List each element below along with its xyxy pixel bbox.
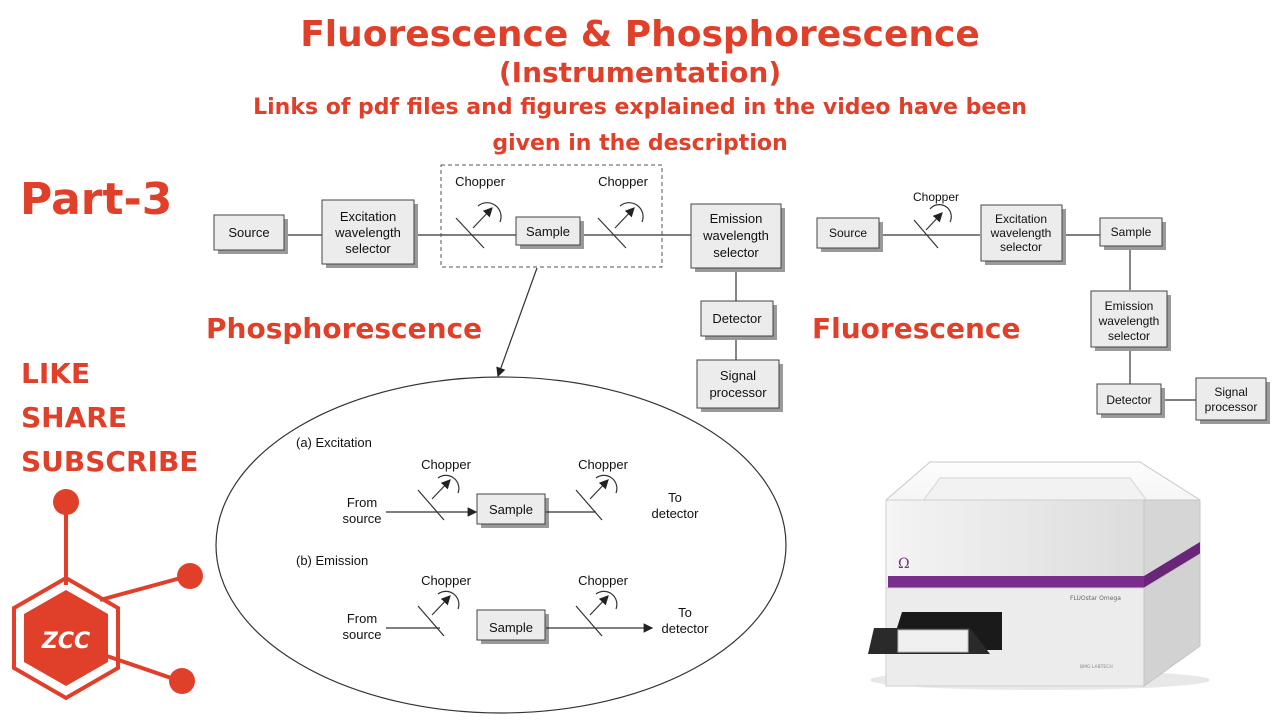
part-label: Part-3: [20, 174, 173, 225]
chopper-icon: Chopper: [417, 457, 472, 521]
subscribe-text: SUBSCRIBE: [21, 445, 199, 478]
chopper-sample-enclosure: [440, 164, 663, 268]
svg-text:processor: processor: [1205, 400, 1258, 414]
sample-box: Sample: [476, 609, 549, 644]
chopper-icon: Chopper: [597, 174, 649, 249]
svg-text:wavelength: wavelength: [334, 225, 401, 240]
like-text: LIKE: [21, 357, 91, 390]
svg-text:Sample: Sample: [1111, 225, 1152, 239]
signal-processor-box: Signal processor: [696, 359, 783, 412]
svg-text:source: source: [342, 511, 381, 526]
svg-text:Chopper: Chopper: [578, 457, 629, 472]
fluorescence-label: Fluorescence: [812, 312, 1021, 345]
chopper-icon: Chopper: [575, 573, 629, 637]
svg-text:Excitation: Excitation: [340, 209, 396, 224]
zoom-arrow: [496, 267, 538, 378]
signal-processor-box: Signal processor: [1195, 377, 1270, 424]
svg-text:Chopper: Chopper: [421, 457, 472, 472]
chopper-label: Chopper: [598, 174, 649, 189]
svg-text:Sample: Sample: [489, 620, 533, 635]
svg-text:From: From: [347, 495, 377, 510]
svg-text:detector: detector: [662, 621, 710, 636]
emission-subtitle: (b) Emission: [296, 553, 368, 568]
emission-selector-box: Emission wavelength selector: [1090, 290, 1171, 351]
svg-text:wavelength: wavelength: [702, 228, 769, 243]
svg-text:Chopper: Chopper: [578, 573, 629, 588]
svg-text:source: source: [342, 627, 381, 642]
emission-selector-box: Emission wavelength selector: [690, 203, 785, 272]
excitation-selector-box: Excitation wavelength selector: [321, 199, 418, 268]
page-title: Fluorescence & Phosphorescence: [300, 14, 980, 55]
description-note: Links of pdf files and figures explained…: [253, 95, 1027, 156]
svg-text:Signal: Signal: [720, 368, 756, 383]
chopper-timing-inset: (a) Excitation From source Chopper Sampl…: [215, 376, 787, 714]
svg-text:selector: selector: [713, 245, 759, 260]
svg-text:detector: detector: [652, 506, 700, 521]
svg-text:BMG LABTECH: BMG LABTECH: [1080, 664, 1113, 670]
svg-text:Ω: Ω: [898, 556, 910, 572]
source-box: Source: [213, 214, 288, 254]
svg-text:Emission: Emission: [1105, 299, 1154, 313]
svg-text:From: From: [347, 611, 377, 626]
share-text: SHARE: [21, 401, 127, 434]
sample-box: Sample: [476, 493, 549, 528]
svg-text:Sample: Sample: [489, 502, 533, 517]
svg-text:wavelength: wavelength: [990, 226, 1052, 240]
svg-text:Chopper: Chopper: [421, 573, 472, 588]
svg-text:ZCC: ZCC: [41, 629, 90, 654]
chopper-icon: Chopper: [913, 190, 959, 249]
svg-text:Source: Source: [829, 226, 867, 240]
svg-text:Excitation: Excitation: [995, 212, 1047, 226]
excitation-subtitle: (a) Excitation: [296, 435, 372, 450]
svg-text:wavelength: wavelength: [1098, 314, 1160, 328]
svg-text:Detector: Detector: [712, 311, 762, 326]
chopper-icon: Chopper: [417, 573, 472, 637]
svg-text:To: To: [668, 490, 682, 505]
svg-text:selector: selector: [345, 241, 391, 256]
plate-reader-image: Ω FLUOstar Omega BMG LABTECH: [868, 461, 1210, 690]
phosphorescence-label: Phosphorescence: [206, 312, 483, 345]
social-call-to-action: LIKE SHARE SUBSCRIBE: [21, 352, 198, 484]
chopper-icon: Chopper: [455, 174, 506, 249]
chopper-label: Chopper: [455, 174, 506, 189]
svg-text:To: To: [678, 605, 692, 620]
source-box: Source: [816, 217, 883, 252]
svg-text:Sample: Sample: [526, 224, 570, 239]
svg-text:Detector: Detector: [1106, 393, 1151, 407]
svg-text:Source: Source: [228, 225, 269, 240]
svg-text:selector: selector: [1108, 329, 1150, 343]
zcc-logo: ZCC: [12, 489, 203, 701]
svg-text:selector: selector: [1000, 240, 1042, 254]
svg-text:Emission: Emission: [710, 211, 763, 226]
page-subtitle: (Instrumentation): [498, 56, 782, 89]
phosphorescence-diagram: Source Excitation wavelength selector Ch…: [213, 164, 785, 412]
detector-box: Detector: [1096, 383, 1165, 418]
svg-text:Signal: Signal: [1214, 385, 1247, 399]
excitation-selector-box: Excitation wavelength selector: [980, 204, 1066, 265]
chopper-icon: Chopper: [575, 457, 629, 521]
sample-box: Sample: [1099, 217, 1166, 250]
detector-box: Detector: [700, 300, 777, 340]
svg-text:FLUOstar Omega: FLUOstar Omega: [1070, 595, 1121, 602]
svg-text:Chopper: Chopper: [913, 190, 959, 204]
sample-box: Sample: [515, 216, 584, 249]
svg-text:processor: processor: [709, 385, 767, 400]
fluorescence-diagram: Source Chopper Excitation wavelength sel…: [816, 190, 1270, 424]
